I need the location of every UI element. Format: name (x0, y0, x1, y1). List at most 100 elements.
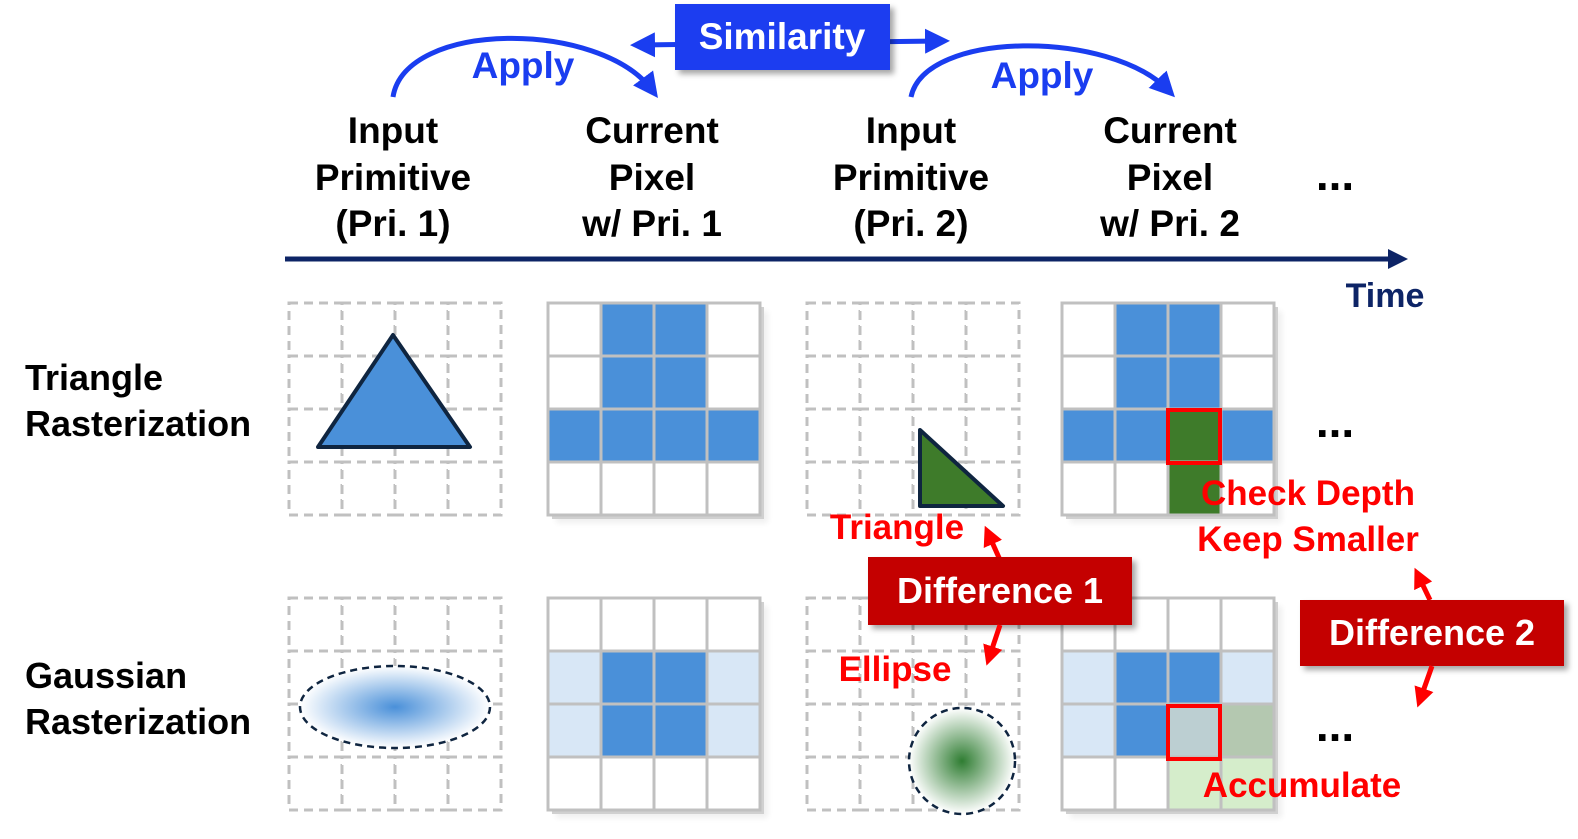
difference-2-top-label-1: Check Depth (1201, 474, 1415, 513)
grid-gaussian-pixel-1-pixel (652, 755, 709, 812)
svg-text:Current: Current (1103, 110, 1237, 151)
triangle-primitive-2 (918, 428, 1005, 508)
svg-text:Input: Input (866, 110, 956, 151)
grid-gaussian-pixel-2-pixel (1219, 755, 1276, 812)
grid-triangle-pixel-2-pixel (1060, 354, 1117, 411)
grid-gaussian-pixel-2-pixel (1113, 755, 1170, 812)
grid-triangle-pixel-1-pixel (599, 460, 656, 517)
grid-triangle-primitive-1-pixel (446, 460, 503, 517)
grid-triangle-pixel-1-pixel (599, 354, 656, 411)
grid-triangle-primitive-2-pixel (805, 460, 862, 517)
grid-triangle-primitive-2-pixel (964, 301, 1021, 358)
grid-triangle-pixel-1-pixel (705, 354, 762, 411)
grid-gaussian-pixel-2-pixel (1166, 649, 1223, 706)
difference-1-arrow-down (983, 624, 1003, 666)
grid-gaussian-primitive-1-pixel (340, 755, 397, 812)
grid-triangle-pixel-1 (546, 301, 764, 519)
grid-triangle-pixel-2-pixel (1219, 354, 1276, 411)
grid-gaussian-pixel-1-pixel (705, 649, 762, 706)
grid-triangle-pixel-2 (1060, 301, 1278, 519)
grid-triangle-pixel-1-pixel (546, 407, 603, 464)
grid-triangle-primitive-2-pixel (858, 301, 915, 358)
grid-gaussian-pixel-1-pixel (652, 596, 709, 653)
apply-label-1: Apply (472, 45, 575, 86)
grid-gaussian-pixel-1-pixel (705, 755, 762, 812)
grid-gaussian-primitive-1-pixel (446, 755, 503, 812)
svg-text:Pixel: Pixel (609, 157, 695, 198)
grid-gaussian-primitive-2-pixel (858, 649, 915, 706)
difference-2-arrow-down (1414, 665, 1435, 708)
grid-gaussian-pixel-1-pixel (546, 702, 603, 759)
grid-triangle-pixel-1-pixel (599, 407, 656, 464)
grid-gaussian-pixel-2 (1060, 596, 1278, 814)
similarity-box (675, 4, 890, 70)
svg-text:Input: Input (348, 110, 438, 151)
grid-triangle-primitive-2-pixel (858, 354, 915, 411)
grid-gaussian-primitive-2-pixel (858, 755, 915, 812)
difference-1-arrow-up (983, 525, 1003, 562)
grid-gaussian-pixel-1-pixel (705, 702, 762, 759)
grid-gaussian-pixel-2-pixel (1060, 755, 1117, 812)
column-header-4: Current Pixel w/ Pri. 2 (1099, 110, 1240, 244)
difference-1-label: Difference 1 (897, 570, 1103, 611)
grid-gaussian-pixel-1-pixel (599, 649, 656, 706)
grid-triangle-primitive-1-pixel (446, 301, 503, 358)
grid-gaussian-pixel-1 (546, 596, 764, 814)
grid-gaussian-primitive-2-pixel (964, 649, 1021, 706)
difference-2-label: Difference 2 (1329, 612, 1535, 653)
grid-gaussian-primitive-2-pixel (805, 755, 862, 812)
grid-triangle-pixel-2-pixel (1113, 460, 1170, 517)
difference-1-bottom-label: Ellipse (839, 650, 952, 689)
apply-arrow-1 (390, 35, 658, 99)
difference-1-box (868, 557, 1132, 625)
grid-triangle-primitive-2 (805, 301, 1021, 517)
difference-2-bottom-label: Accumulate (1203, 766, 1401, 805)
gaussian-circle-2 (907, 706, 1017, 816)
grid-triangle-pixel-1-pixel (705, 407, 762, 464)
svg-text:w/ Pri. 2: w/ Pri. 2 (1099, 203, 1240, 244)
row-label-triangle: Triangle Rasterization (25, 357, 251, 444)
grid-gaussian-primitive-2-pixel (805, 702, 862, 759)
grid-triangle-primitive-1-pixel (287, 301, 344, 358)
svg-text:Rasterization: Rasterization (25, 403, 251, 444)
gaussian-ellipse-1 (298, 664, 492, 750)
grid-triangle-pixel-2-pixel (1166, 354, 1223, 411)
svg-text:Primitive: Primitive (315, 157, 471, 198)
grid-gaussian-pixel-2-pixel (1219, 596, 1276, 653)
header-ellipsis: ... (1316, 148, 1354, 200)
grid-triangle-primitive-2-pixel (911, 301, 968, 358)
grid-triangle-pixel-1-pixel (705, 460, 762, 517)
grid-gaussian-primitive-1-pixel (393, 596, 450, 653)
difference-2-arrow-up (1414, 567, 1433, 602)
grid-triangle-pixel-1-pixel (652, 301, 709, 358)
grid-triangle-primitive-2-pixel (911, 354, 968, 411)
grid-gaussian-pixel-2-pixel (1166, 702, 1223, 759)
grid-triangle-pixel-2-pixel (1060, 460, 1117, 517)
grid-gaussian-primitive-1-pixel (446, 596, 503, 653)
grid-triangle-primitive-1-pixel (446, 354, 503, 411)
grid-triangle-pixel-1-pixel (546, 460, 603, 517)
grid-triangle-primitive-2-pixel (964, 407, 1021, 464)
grid-triangle-primitive-1-pixel (393, 460, 450, 517)
grid-triangle-primitive-2-pixel (964, 354, 1021, 411)
row-ellipsis-gaussian: ... (1316, 699, 1354, 751)
grid-gaussian-primitive-1-pixel (287, 755, 344, 812)
row-label-gaussian: Gaussian Rasterization (25, 655, 251, 742)
grid-triangle-primitive-2-pixel (805, 354, 862, 411)
triangle-primitive-1 (316, 333, 472, 449)
svg-text:(Pri. 1): (Pri. 1) (335, 203, 450, 244)
grid-triangle-primitive-1-pixel (393, 301, 450, 358)
grid-gaussian-pixel-2-pixel (1060, 702, 1117, 759)
grid-gaussian-primitive-1-pixel (340, 596, 397, 653)
svg-text:Rasterization: Rasterization (25, 701, 251, 742)
grid-gaussian-pixel-2-pixel (1166, 596, 1223, 653)
grid-triangle-primitive-2-pixel (805, 407, 862, 464)
grid-gaussian-primitive-1-pixel (393, 755, 450, 812)
grid-triangle-pixel-2-pixel (1219, 407, 1276, 464)
column-header-2: Current Pixel w/ Pri. 1 (581, 110, 722, 244)
grid-gaussian-pixel-2-pixel (1219, 649, 1276, 706)
grid-gaussian-pixel-1-pixel (546, 649, 603, 706)
grid-triangle-primitive-2-pixel (805, 301, 862, 358)
grid-triangle-primitive-1-pixel (340, 460, 397, 517)
